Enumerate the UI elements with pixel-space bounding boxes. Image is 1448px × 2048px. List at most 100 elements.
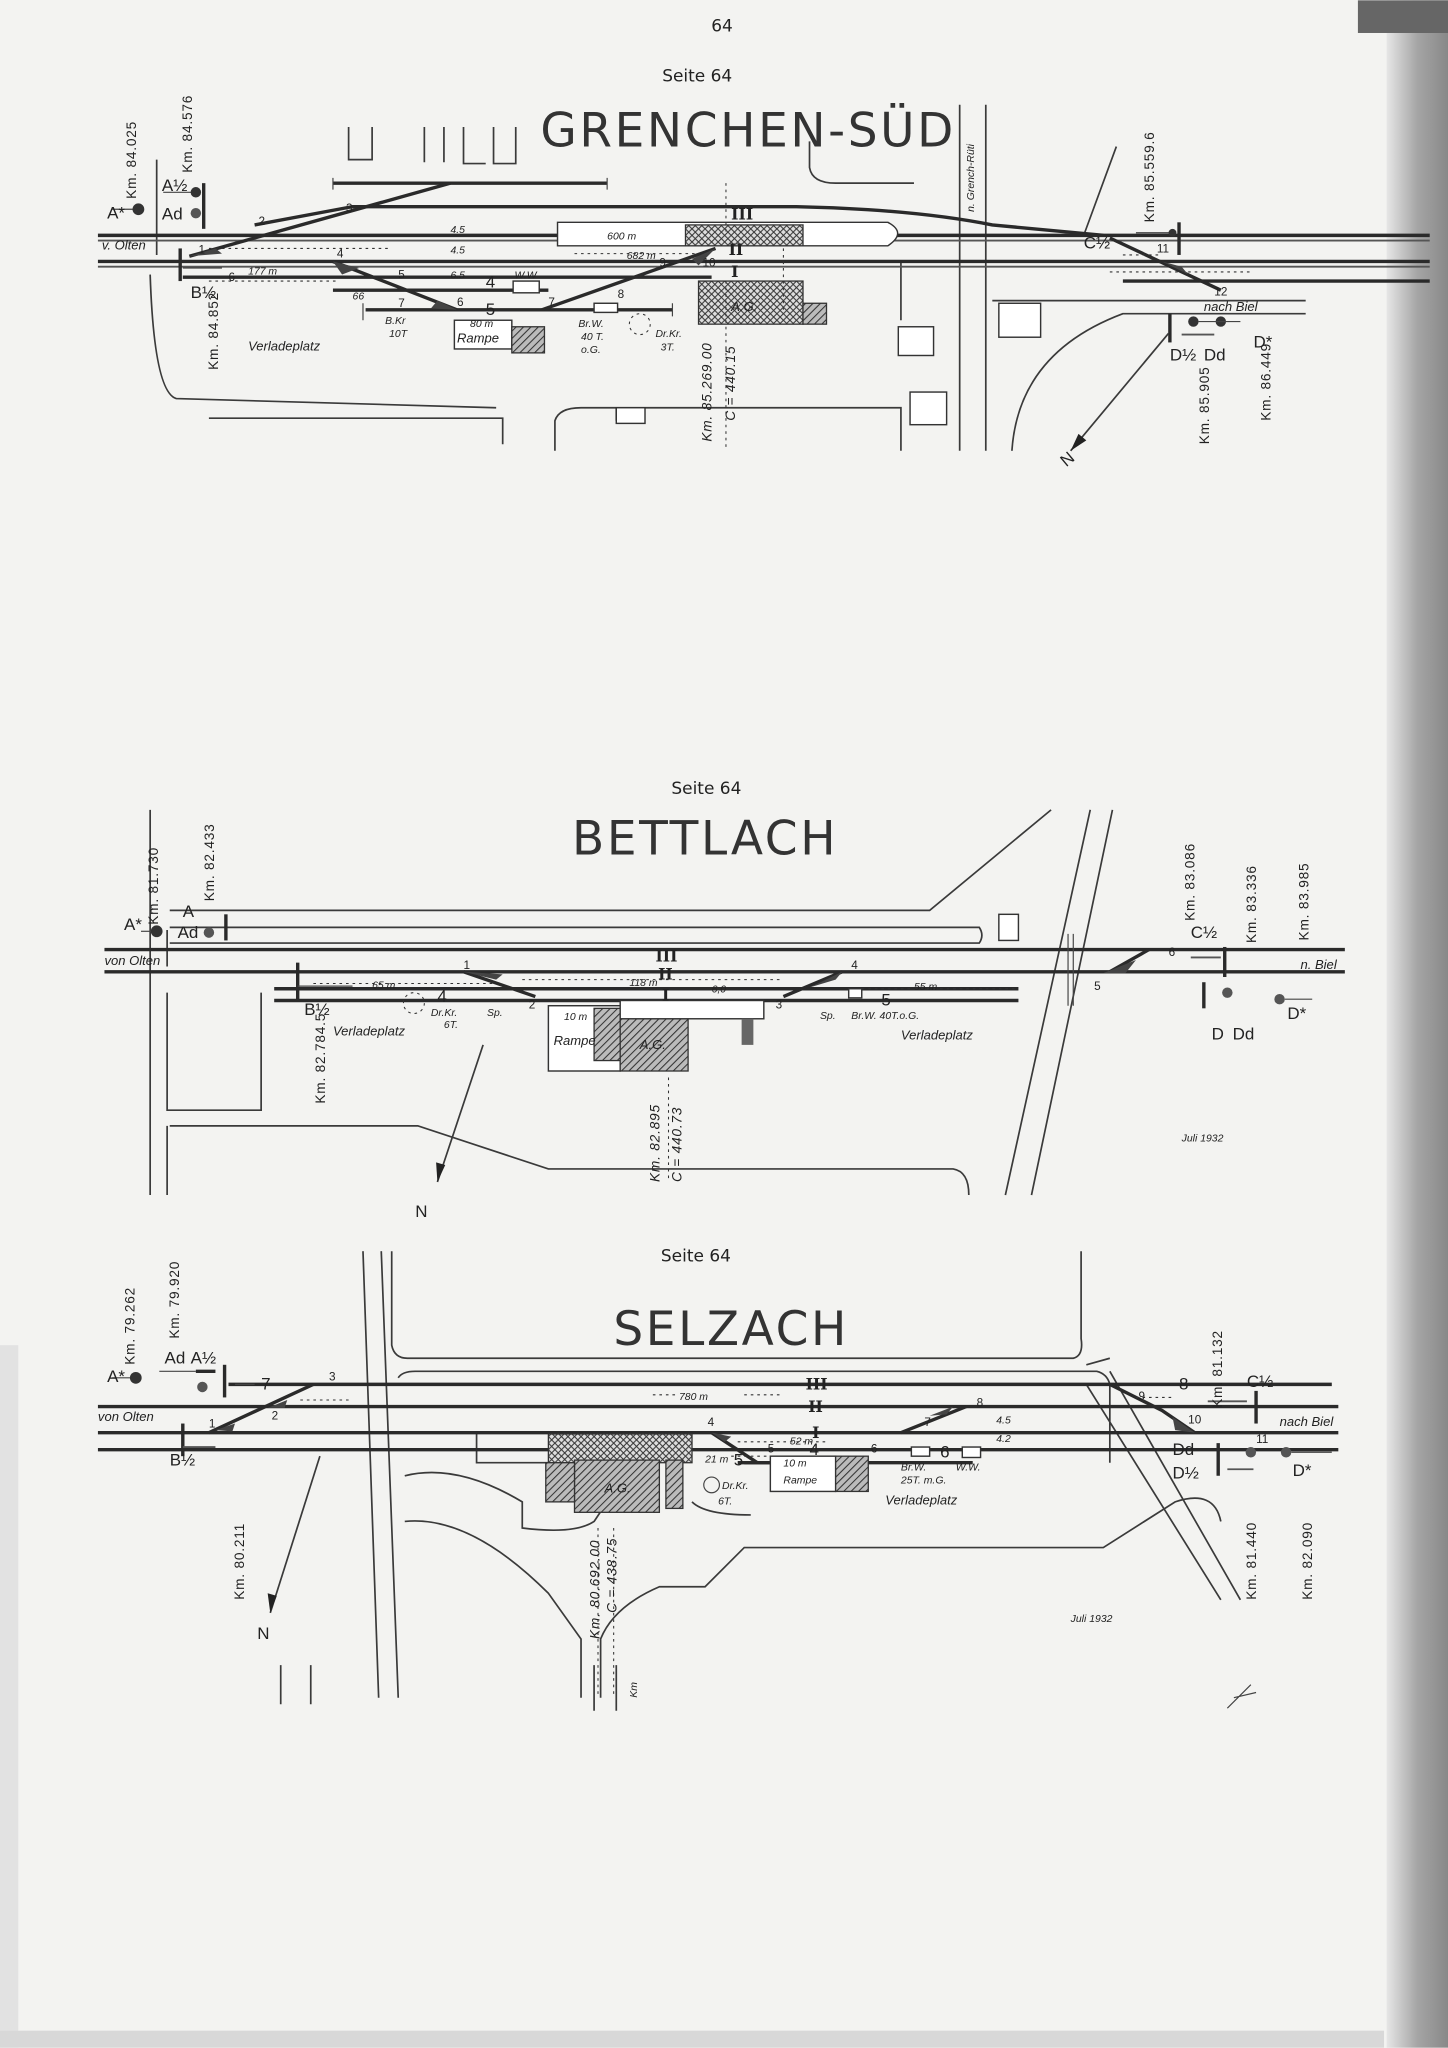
ramp-shed — [834, 1455, 869, 1493]
level-crossing — [1067, 933, 1074, 1006]
km-label: Km. 86.449 — [1258, 343, 1273, 421]
signal-label: A½ — [162, 176, 187, 195]
station-building — [619, 1015, 689, 1072]
switch-frog — [463, 971, 503, 980]
length-label: 80 m — [470, 319, 494, 330]
km-label: Km. 82.433 — [202, 823, 217, 901]
length-label: 52 m — [790, 1436, 814, 1447]
km-label: Km. 83.985 — [1296, 863, 1311, 941]
building-label: A.G. — [730, 299, 757, 314]
km-label: Km. 82.090 — [1300, 1522, 1315, 1600]
signal-A — [203, 914, 228, 941]
crane-radius — [628, 313, 651, 336]
switch-number: 7 — [548, 296, 555, 309]
signal-label: A — [183, 902, 195, 921]
length-label: 4.5 — [450, 225, 465, 236]
km-label: Km. 84.852 — [206, 292, 221, 370]
length-label: 6,0 — [712, 985, 727, 996]
length-markers — [313, 979, 1019, 990]
station-building — [697, 280, 804, 325]
crossover-track — [188, 181, 451, 258]
crane-label: Dr.Kr. — [722, 1481, 748, 1492]
road-lines — [149, 809, 1114, 1196]
axis-line — [597, 1527, 615, 1698]
page-bottom-shadow — [0, 2030, 1385, 2048]
length-label: 65 m — [372, 981, 396, 992]
north-arrow-head — [436, 1162, 446, 1182]
north-label: N — [1057, 448, 1079, 470]
track-number: 5 — [734, 1450, 743, 1469]
switch-number: 5 — [768, 1442, 775, 1455]
weighbridge-label: o.G. — [581, 345, 601, 356]
spur-label: Sp. — [487, 1008, 503, 1019]
track-label: II — [808, 1397, 823, 1416]
switch-frog — [215, 1423, 236, 1432]
switch-frog — [430, 300, 457, 310]
signal-label: Dd — [1204, 346, 1226, 365]
elevation-label: C = 440.73 — [670, 1107, 685, 1182]
signal-B-half — [178, 248, 222, 282]
elevation-label: C = 438.75 — [604, 1538, 619, 1613]
signal-A-star — [112, 203, 145, 216]
weighbridge-label: 40 T. — [581, 332, 604, 343]
length-label: 118 m — [629, 978, 658, 989]
building — [897, 326, 935, 357]
track-number: 4 — [486, 273, 495, 292]
ramp-label: Rampe — [554, 1033, 596, 1048]
area-label: Verladeplatz — [248, 338, 321, 353]
station-roof — [619, 999, 765, 1020]
shed — [741, 1018, 754, 1045]
switch-number: 3 — [329, 1370, 336, 1383]
buffer-stops — [362, 303, 674, 321]
area-label: Verladeplatz — [333, 1024, 406, 1039]
track-label: III — [806, 1375, 828, 1394]
cut-off-road-lines — [279, 1665, 618, 1711]
road-label: n. Grench-Rüti — [966, 143, 977, 212]
area-label: Verladeplatz — [885, 1492, 958, 1507]
signal-label: Ad — [178, 923, 199, 942]
switch-number: 4 — [851, 959, 858, 972]
track-label: I — [731, 262, 738, 281]
direction-label: von Olten — [104, 953, 160, 968]
switch-number: 10 — [702, 257, 716, 270]
weighbridge-label: Br.W. — [578, 319, 603, 330]
switch-number: 8 — [977, 1397, 984, 1410]
track-number: 5 — [881, 991, 890, 1010]
north-label: N — [257, 1624, 269, 1643]
direction-label: nach Biel — [1280, 1414, 1335, 1429]
crane-radius — [703, 1476, 721, 1494]
track-III — [254, 204, 1104, 238]
crane-label: 6T. — [444, 1020, 458, 1031]
length-label: 4.5 — [996, 1416, 1011, 1427]
track-label: II — [729, 240, 744, 259]
switch-number: 3 — [346, 202, 353, 215]
crane-label: Dr.Kr. — [431, 1008, 457, 1019]
track-label: I — [812, 1423, 819, 1442]
km-label: Km. 84.576 — [180, 95, 195, 173]
ramp-shed — [593, 1007, 621, 1062]
km-label: Km. 82.895 — [647, 1104, 662, 1182]
switch-number: 6 — [1169, 946, 1176, 959]
switch-number: 2 — [272, 1410, 279, 1423]
station-tracks — [182, 275, 1430, 312]
station-plan-selzach: Seite 64 SELZACH Km. 79.262 Km. 79.920 K… — [98, 1247, 1339, 1698]
direction-label: n. Biel — [1300, 957, 1337, 972]
switch-frog — [1103, 960, 1136, 974]
pencil-mark — [1226, 1684, 1257, 1709]
track-number: 4 — [810, 1440, 819, 1459]
km-label: Km. 83.086 — [1183, 843, 1198, 921]
ww-label: W.W. — [956, 1463, 981, 1474]
binding-shadow-left — [0, 1345, 19, 2048]
signal-D — [1168, 313, 1241, 343]
crane-label: 10T — [389, 329, 408, 340]
track-label: I — [662, 985, 669, 1004]
crane-label: 6T. — [718, 1496, 732, 1507]
crane-label: Dr.Kr. — [655, 329, 681, 340]
track-label: III — [655, 946, 677, 965]
length-label: 600 m — [607, 231, 636, 242]
signal-label: A* — [107, 203, 125, 222]
length-label: 10 m — [564, 1012, 588, 1023]
north-arrow — [269, 1455, 321, 1614]
crane-label: 3T. — [661, 342, 675, 353]
